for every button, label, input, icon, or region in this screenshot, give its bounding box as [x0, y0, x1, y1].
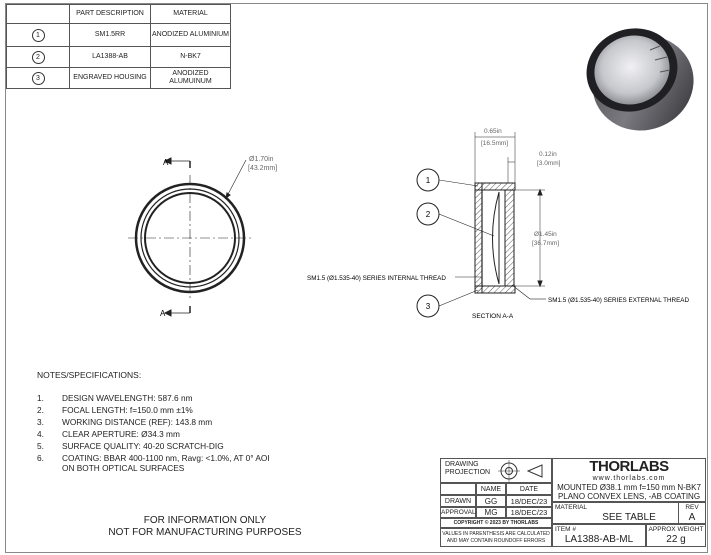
- bom-material: ANODIZED ALUMUINUM: [150, 67, 231, 89]
- info-disclaimer-line-2: NOT FOR MANUFACTURING PURPOSES: [108, 527, 302, 538]
- bom-item-number: 3: [31, 71, 45, 85]
- info-disclaimer-line-1: FOR INFORMATION ONLY: [143, 515, 267, 526]
- bom-item-number: 2: [31, 50, 45, 64]
- revision-value: A: [688, 512, 696, 523]
- outer-diameter-mm: [43.2mm]: [248, 165, 277, 172]
- drawing-border: [5, 3, 708, 553]
- width-dimension-in: 0.65in: [484, 128, 502, 135]
- approval-date: 18/DEC/23: [506, 507, 552, 518]
- weight-label: APPROX WEIGHT: [648, 526, 704, 533]
- material-value: SEE TABLE: [602, 512, 656, 523]
- bom-row: 3 ENGRAVED HOUSING ANODIZED ALUMUINUM: [6, 67, 231, 89]
- roundoff-disclaimer: VALUES IN PARENTHESIS ARE CALCULATED AND…: [440, 528, 552, 547]
- bill-of-materials-table: PART DESCRIPTION MATERIAL 1 SM1.5RR ANOD…: [6, 4, 231, 89]
- notes-title: NOTES/SPECIFICATIONS:: [37, 370, 142, 380]
- weight-cell: APPROX WEIGHT 22 g: [646, 524, 706, 547]
- isometric-view: [586, 28, 694, 131]
- section-caption: SECTION A-A: [472, 313, 514, 320]
- width-dimension-mm: [16.5mm]: [481, 140, 508, 147]
- revision-cell: REV A: [678, 502, 706, 524]
- lip-dimension-in: 0.12in: [539, 151, 557, 158]
- aperture-dimension-mm: [36.7mm]: [532, 240, 559, 247]
- lip-dimension-mm: [3.0mm]: [537, 160, 561, 167]
- callout-1: 1: [426, 176, 431, 185]
- section-marker-top: A: [163, 158, 169, 167]
- callout-2: 2: [426, 210, 431, 219]
- copyright-notice: COPYRIGHT © 2023 BY THORLABS: [440, 518, 552, 528]
- outer-diameter-in: Ø1.70in: [249, 156, 274, 163]
- title-block: DRAWING PROJECTION THORLABS www.thorlabs…: [440, 458, 706, 547]
- approval-name: MG: [476, 507, 506, 518]
- brand-website: www.thorlabs.com: [592, 475, 666, 482]
- item-number-cell: ITEM # LA1388-AB-ML: [552, 524, 646, 547]
- drawn-name: GG: [476, 495, 506, 507]
- callout-3: 3: [426, 302, 431, 311]
- front-view: [128, 157, 252, 317]
- brand-cell: THORLABS www.thorlabs.com: [552, 458, 706, 483]
- material-label: MATERIAL: [555, 504, 588, 511]
- bom-material: ANODIZED ALUMINIUM: [150, 23, 231, 47]
- brand-logo: THORLABS: [589, 458, 669, 475]
- item-number-label: ITEM #: [555, 526, 576, 533]
- bom-item-number: 1: [31, 28, 45, 42]
- internal-thread-label: SM1.5 (Ø1.535-40) SERIES INTERNAL THREAD: [307, 275, 446, 282]
- approval-label: APPROVAL: [440, 507, 476, 518]
- projection-symbol-icon: [498, 460, 543, 482]
- item-number-value: LA1388-AB-ML: [564, 534, 634, 545]
- external-thread-label: SM1.5 (Ø1.535-40) SERIES EXTERNAL THREAD: [548, 297, 689, 304]
- section-marker-bottom: A: [160, 309, 166, 318]
- revision-label: REV: [685, 504, 699, 511]
- projection-cell: DRAWING PROJECTION: [440, 458, 552, 483]
- drawn-label: DRAWN: [440, 495, 476, 507]
- bom-row: 1 SM1.5RR ANODIZED ALUMINIUM: [6, 23, 231, 47]
- part-description: MOUNTED Ø38.1 mm f=150 mm N-BK7 PLANO CO…: [552, 483, 706, 502]
- name-column-header: NAME: [476, 483, 506, 495]
- bom-row: 2 LA1388-AB N-BK7: [6, 46, 231, 68]
- section-view: [416, 132, 546, 318]
- date-column-header: DATE: [506, 483, 552, 495]
- aperture-dimension-in: Ø1.45in: [534, 231, 557, 238]
- weight-value: 22 g: [666, 534, 686, 545]
- drawn-date: 18/DEC/23: [506, 495, 552, 507]
